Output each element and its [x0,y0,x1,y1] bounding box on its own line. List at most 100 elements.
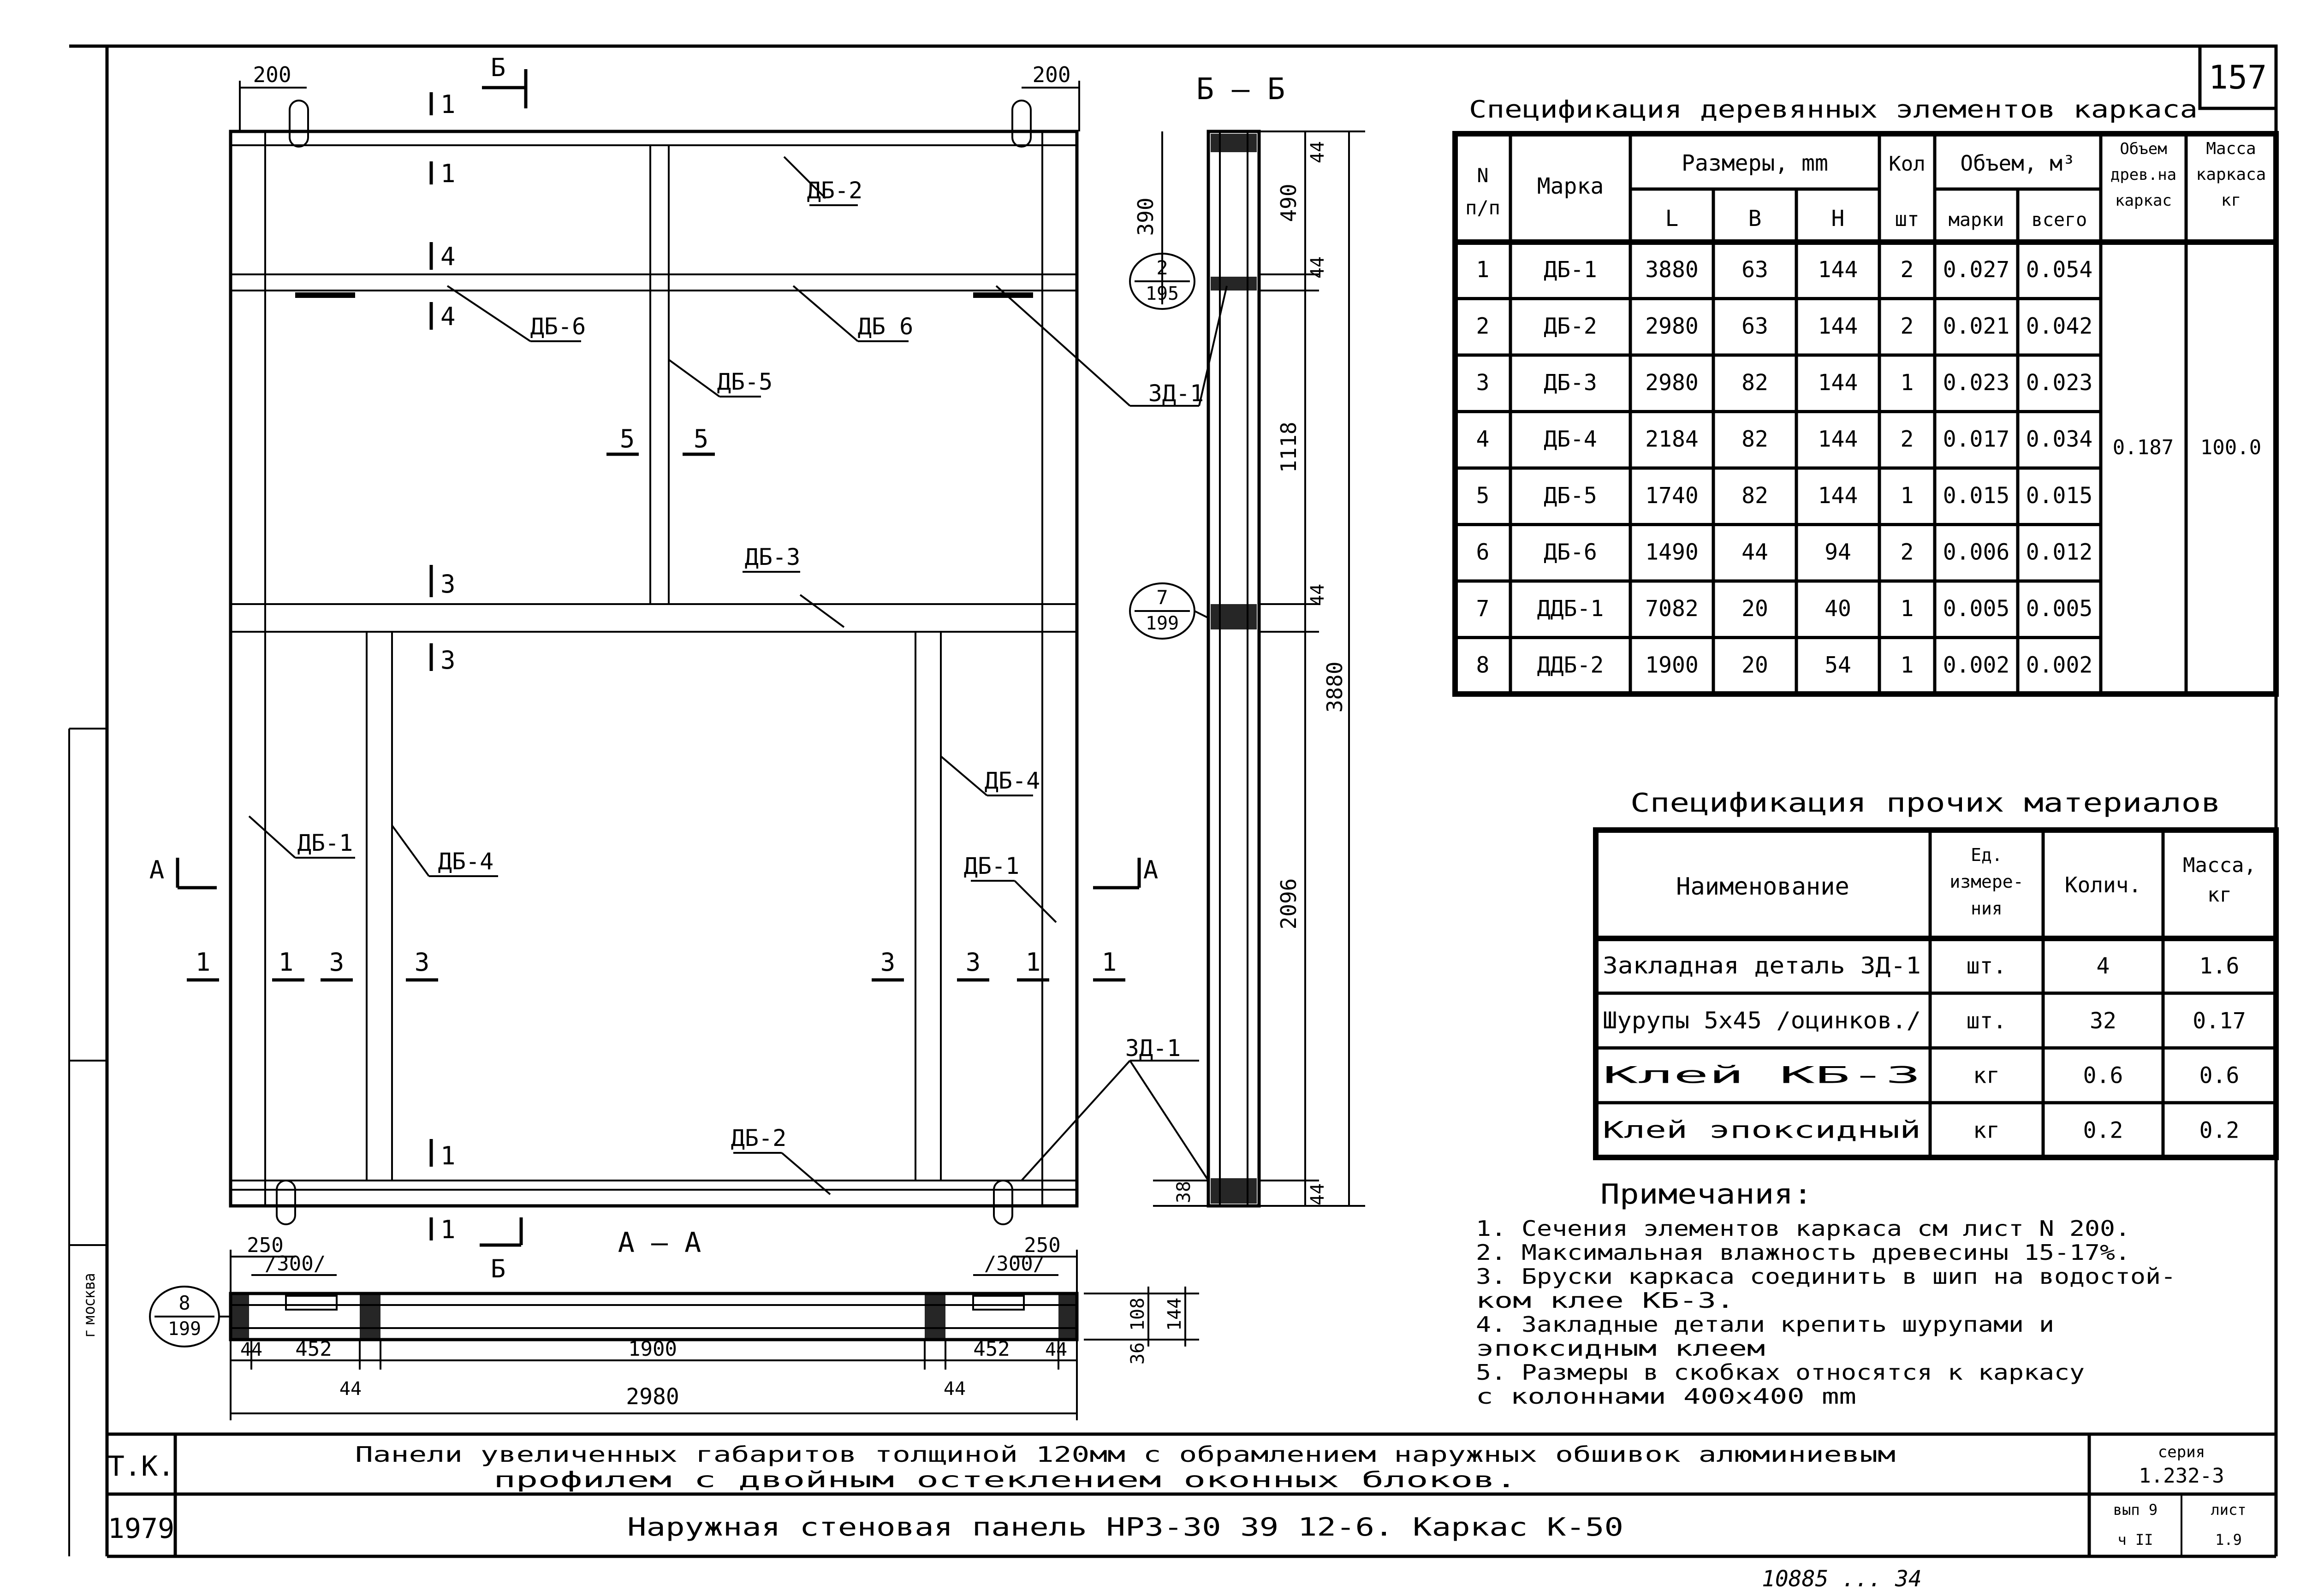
label-db2-top: ДБ-2 [807,177,862,204]
other-h-mass-box: Масса, кг [2183,854,2256,907]
wood-h-volume: Объем, м³ [1960,151,2075,176]
dim-44-a: 44 [1307,141,1328,163]
label-db1-right: ДБ-1 [964,853,1019,879]
series-number: 1.232-3 [2139,1464,2224,1488]
mark-5-b: 5 [694,424,709,453]
wood-h-n: N [1477,164,1488,187]
plan-dim-44-c: 44 [339,1378,362,1400]
wood-cell-n: 7 [1476,596,1490,622]
dim-300-right: /300/ [984,1252,1045,1276]
mark-5-a: 5 [620,424,635,453]
mark-1-h: 1 [440,1215,456,1244]
year-label: 1979 [108,1513,175,1545]
wood-cell-vm: 0.023 [1943,370,2010,396]
wood-cell-h: 144 [1818,483,1858,509]
callout-2-top: 2 [1156,256,1168,279]
wood-cell-mark: ДДБ-1 [1537,596,1604,622]
plan-dim-108: 108 [1127,1298,1148,1331]
wood-h-vol-total: всего [2032,209,2087,231]
dim-490: 490 [1276,184,1301,222]
wood-cell-qty: 2 [1901,257,1914,283]
section-bb [1153,130,1365,1208]
other-cell-name: Закладная деталь ЗД-1 [1603,952,1921,979]
label-db1-left: ДБ-1 [297,830,353,856]
other-cell-name: Клей эпоксидный [1603,1116,1921,1143]
wood-cell-l: 7082 [1645,596,1699,622]
mark-1-g: 1 [440,1141,456,1170]
title-line-1: Панели увеличенных габаритов толщиной 12… [355,1442,1896,1467]
wood-cell-vm: 0.006 [1943,539,2010,565]
wood-cell-n: 2 [1476,313,1490,339]
note-line: 2. Максимальная влажность древесины 15-1… [1476,1240,2130,1265]
plan-dim-2980: 2980 [626,1384,679,1410]
cut-b-bottom: Б [491,1254,506,1283]
other-cell-mass: 1.6 [2199,953,2240,979]
drawing-subtitle: Наружная стеновая панель НРЗ-30 39 12-6.… [627,1513,1623,1542]
wood-cell-vt: 0.023 [2026,370,2093,396]
wood-cell-vm: 0.002 [1943,652,2010,678]
dim-300-left: /300/ [265,1252,326,1276]
wood-h-mass-box: Масса каркаса кг [2196,139,2266,210]
label-db4-left: ДБ-4 [438,848,493,875]
cut-a-left: А [149,855,165,884]
section-label-bb: Б – Б [1196,72,1285,107]
wood-cell-mark: ДДБ-2 [1537,652,1604,678]
wood-h-vol-mark: марки [1949,209,2004,231]
other-cell-name: Шурупы 5х45 /оцинков./ [1603,1007,1921,1034]
wood-cell-qty: 2 [1901,426,1914,452]
plan-dim-36: 36 [1127,1342,1148,1365]
callout-8-199 [149,1286,231,1347]
wood-h-qty-unit: шт [1895,208,1920,231]
wood-cell-mark: ДБ-3 [1544,370,1597,396]
wood-cell-l: 1900 [1645,652,1699,678]
wood-h-b: В [1748,206,1762,231]
wood-cell-vm: 0.005 [1943,596,2010,622]
dim-3880: 3880 [1322,662,1347,713]
wood-cell-vm: 0.015 [1943,483,2010,509]
plan-dim-452-a: 452 [295,1337,332,1361]
label-db4-right: ДБ-4 [985,767,1040,794]
callout-7-bottom: 199 [1146,613,1179,634]
other-cell-unit: шт. [1967,953,2007,979]
wood-cell-vt: 0.034 [2026,426,2093,452]
wood-h-vol-wood-box: Объем древ.на каркас [2110,140,2176,210]
wood-spec-table [1452,131,2279,697]
label-zd1-bottom: ЗД-1 [1125,1035,1181,1062]
note-line: 4. Закладные детали крепить шурупами и [1476,1312,2054,1337]
element-labels [248,156,1228,1195]
other-cell-mass: 0.17 [2193,1008,2246,1034]
wood-h-sizes: Размеры, mm [1682,150,1828,176]
cut-a-right: А [1143,855,1159,884]
dim-44-d: 44 [1307,1183,1328,1205]
mark-1-d: 1 [279,948,294,977]
other-cell-unit: кг [1973,1117,2000,1143]
wood-cell-h: 144 [1818,370,1858,396]
dim-1118: 1118 [1276,422,1301,473]
dim-390: 390 [1133,197,1158,236]
mark-4-a: 4 [440,242,456,271]
label-db3: ДБ-3 [745,544,800,570]
other-h-unit: Ед. измере- ния [1949,845,2024,919]
label-db2-bottom: ДБ-2 [731,1125,786,1151]
dim-250-right: 250 [1024,1234,1060,1257]
wood-cell-vt: 0.042 [2026,313,2093,339]
wood-cell-mark: ДБ-6 [1544,539,1597,565]
dim-200-left: 200 [253,62,291,87]
callout-7-top: 7 [1156,586,1168,609]
note-line: эпоксидным клеем [1476,1336,1765,1361]
wood-cell-b: 44 [1741,539,1768,565]
wood-cell-n: 6 [1476,539,1490,565]
wood-cell-n: 3 [1476,370,1490,396]
label-db6-left: ДБ-6 [530,313,586,340]
wood-cell-n: 1 [1476,257,1490,283]
wood-cell-mark: ДБ-2 [1544,313,1597,339]
wood-cell-vm: 0.017 [1943,426,2010,452]
plan-dim-1900: 1900 [628,1337,677,1361]
mark-3-d: 3 [415,948,430,977]
mark-1-a: 1 [440,90,456,119]
wood-cell-mark: ДБ-5 [1544,483,1597,509]
label-zd1-top: ЗД-1 [1148,380,1204,407]
wood-cell-b: 20 [1741,596,1768,622]
other-cell-mass: 0.6 [2199,1063,2240,1089]
dim-44-c: 44 [1307,584,1328,606]
